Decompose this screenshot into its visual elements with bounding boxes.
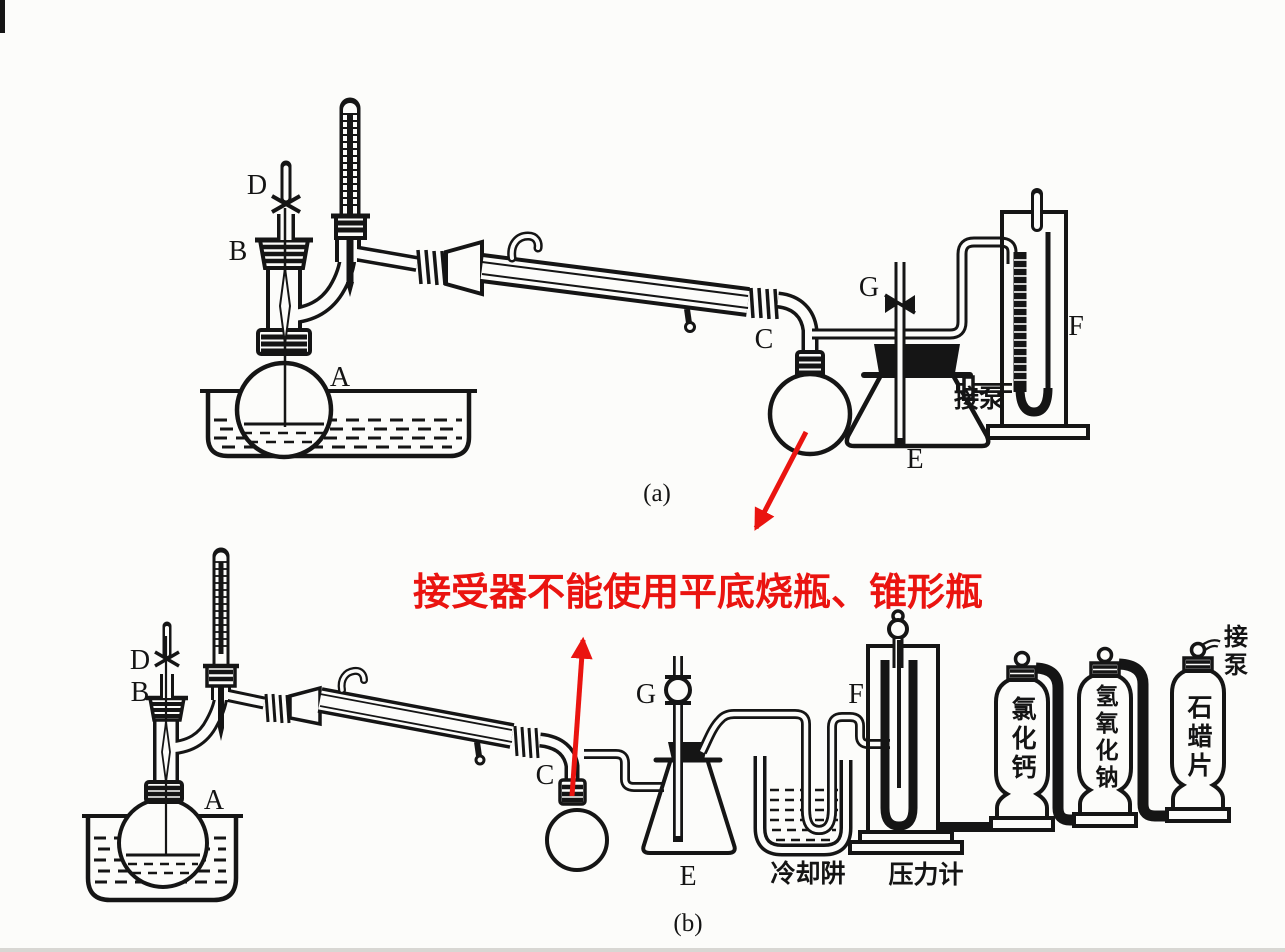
drying-train bbox=[936, 639, 1231, 832]
distilling-flask-a bbox=[234, 97, 419, 460]
thermometer bbox=[203, 547, 239, 741]
label-g-b: G bbox=[635, 679, 657, 710]
bottle-label-paraffin: 石蜡片 bbox=[1184, 694, 1212, 781]
manometer-scale bbox=[1014, 259, 1027, 381]
scan-bottom-edge bbox=[0, 948, 1285, 952]
stopcock-g bbox=[884, 293, 916, 315]
red-arrow-to-receiver-b bbox=[569, 636, 593, 797]
joint-ribs bbox=[749, 287, 779, 320]
distilling-flask-b bbox=[117, 547, 266, 889]
receiver-flask-c-a bbox=[767, 291, 853, 457]
vacuum-pipe-a bbox=[812, 236, 1018, 340]
condenser-b bbox=[264, 666, 540, 766]
drying-tower-paraffin bbox=[1165, 639, 1231, 823]
cold-trap bbox=[753, 740, 853, 857]
diagram-a bbox=[200, 97, 1090, 460]
claisen-adapter bbox=[153, 676, 266, 790]
thermometer bbox=[331, 97, 370, 297]
manometer-f-b bbox=[848, 609, 964, 855]
label-e-a: E bbox=[906, 444, 924, 475]
scan-edge-mark bbox=[0, 0, 5, 33]
condenser-a bbox=[416, 231, 779, 333]
label-d-b: D bbox=[129, 645, 151, 676]
manometer-f-a bbox=[986, 188, 1090, 440]
drying-tower-naoh bbox=[1072, 646, 1138, 828]
cold-trap-label: 冷却阱 bbox=[770, 860, 846, 888]
label-d-a: D bbox=[246, 170, 268, 201]
joint-ribs bbox=[264, 693, 291, 724]
joint-cuff bbox=[144, 780, 184, 804]
joint-ribs bbox=[513, 725, 540, 759]
diagram-b bbox=[82, 547, 1231, 903]
drying-tower-cacl2 bbox=[989, 650, 1055, 832]
joint-ribs bbox=[416, 249, 447, 286]
bottle-label-cacl2: 氯化钙 bbox=[1008, 696, 1036, 783]
manometer-label: 压力计 bbox=[888, 861, 964, 889]
label-b-b: B bbox=[130, 677, 150, 708]
bottle-label-naoh: 氢氧化钠 bbox=[1092, 684, 1118, 792]
label-f-a: F bbox=[1068, 311, 1084, 342]
label-f-b: F bbox=[848, 679, 864, 710]
safety-flask-e-a bbox=[844, 262, 1012, 449]
label-c-b: C bbox=[535, 760, 555, 791]
label-g-a: G bbox=[858, 272, 880, 303]
label-a-a: A bbox=[329, 362, 351, 393]
caption-a: (a) bbox=[643, 480, 671, 507]
caption-b: (b) bbox=[673, 910, 703, 937]
label-e-b: E bbox=[679, 861, 697, 892]
capillary-valve-d bbox=[154, 621, 180, 856]
annotation-arrows bbox=[569, 430, 809, 797]
capillary-valve-d bbox=[271, 160, 301, 427]
pump-label-b: 接泵 bbox=[1219, 624, 1247, 680]
label-b-a: B bbox=[228, 236, 248, 267]
red-annotation: 接受器不能使用平底烧瓶、锥形瓶 bbox=[413, 572, 984, 614]
stopcock-g bbox=[664, 675, 692, 705]
red-arrow-to-receiver-a bbox=[753, 430, 809, 531]
label-a-b: A bbox=[203, 785, 225, 816]
label-c-a: C bbox=[754, 324, 774, 355]
pump-label-a: 接泵 bbox=[953, 385, 1005, 413]
